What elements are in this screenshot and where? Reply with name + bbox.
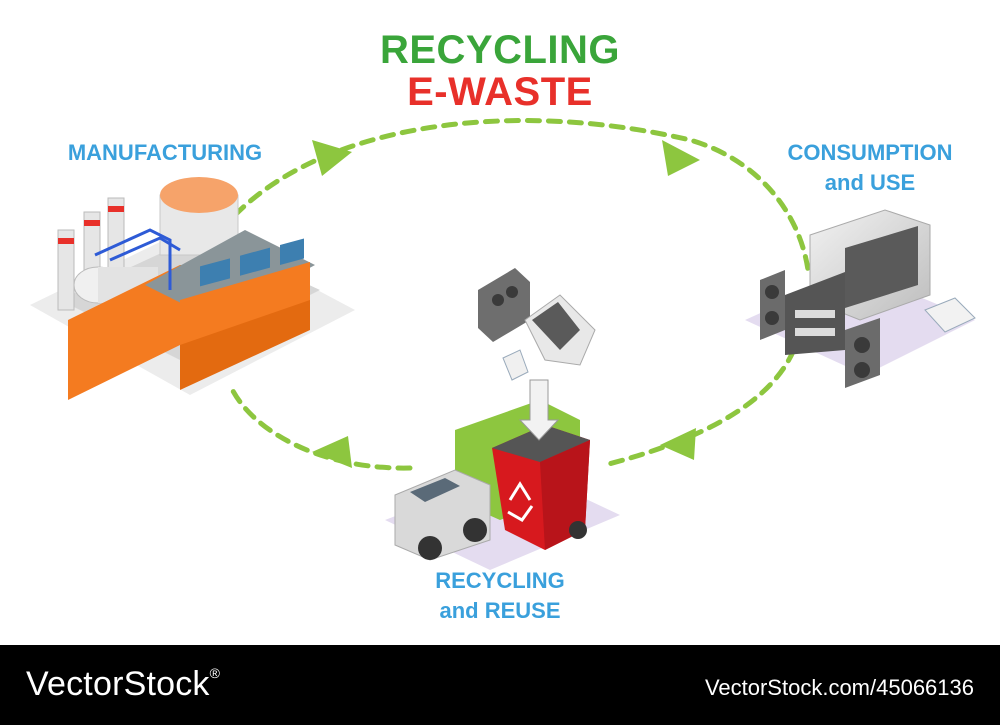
title-recycling: RECYCLING [379,28,621,72]
image-id: VectorStock.com/45066136 [704,675,974,700]
diagram-canvas [30,118,976,570]
label-manufacturing-text: MANUFACTURING [67,140,263,165]
arrow-head-4 [312,436,352,468]
watermark-footer: VectorStock® VectorStock.com/45066136 [0,645,1000,725]
label-consumption-line2: and USE [824,170,916,195]
tv-and-stereo-icon [745,209,976,388]
factory-icon [30,177,355,400]
label-consumption-line1: CONSUMPTION [787,140,953,165]
arrow-head-3 [660,428,696,460]
brand-mark: ® [209,665,221,681]
arrow-recycling-to-manufacturing [227,382,413,471]
title-e-waste: E-WASTE [407,70,593,114]
label-manufacturing: MANUFACTURING [40,138,290,168]
label-consumption: CONSUMPTION and USE [760,138,980,198]
label-recycling: RECYCLING and REUSE [400,566,600,626]
arrow-head-1 [312,140,352,176]
recycle-bin-and-truck-icon [385,379,620,570]
falling-electronics-icon [478,268,596,381]
label-recycling-line1: RECYCLING [435,568,565,593]
arrow-consumption-to-recycling [602,327,803,468]
arrow-heads [312,140,700,468]
label-recycling-line2: and REUSE [439,598,561,623]
e-waste-cycle-diagram: RECYCLING E-WASTE MANUFACTURING CONSUMPT… [30,28,980,626]
recycle-symbol-icon [507,481,534,522]
brand-name: VectorStock [26,665,210,703]
arrow-head-2 [662,140,700,176]
vectorstock-logo: VectorStock® [26,665,220,704]
